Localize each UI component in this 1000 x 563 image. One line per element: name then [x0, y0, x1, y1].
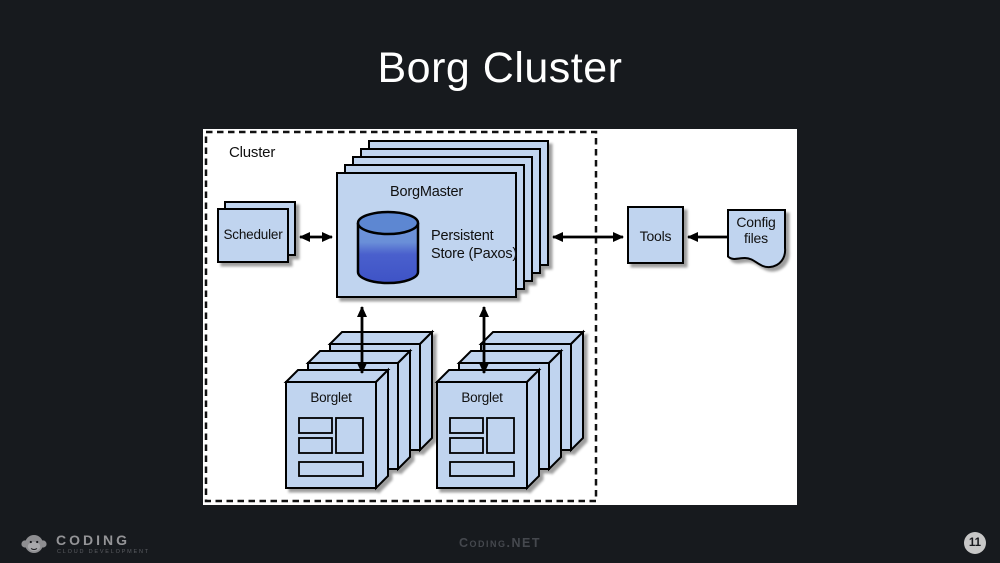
config-files-line1: Config: [736, 214, 776, 230]
borglet-right-label: Borglet: [461, 390, 503, 405]
coding-logo-subtext: CLOUD DEVELOPMENT: [57, 549, 150, 555]
borglet-stack-right: [434, 329, 586, 491]
scheduler-label: Scheduler: [223, 227, 283, 242]
persistent-store-cylinder: [356, 210, 420, 285]
persistent-store-label: Persistent Store (Paxos): [431, 227, 517, 263]
persistent-store-line1: Persistent: [431, 228, 494, 244]
coding-monkey-icon: [21, 535, 47, 553]
tools-box: [627, 206, 684, 264]
config-files-doc: [727, 209, 787, 269]
page-number-badge: 11: [964, 532, 986, 554]
borg-cluster-diagram: [204, 130, 787, 503]
footer-site-text: Coding.NET: [458, 536, 541, 550]
config-files-line2: files: [744, 230, 768, 246]
tools-label: Tools: [639, 228, 672, 244]
scheduler-stack: [217, 201, 296, 263]
cluster-label: Cluster: [229, 144, 276, 161]
borglet-stack-left: [283, 329, 435, 491]
persistent-store-line2: Store (Paxos): [431, 246, 518, 262]
config-files-label: Config files: [725, 214, 787, 246]
slide-title: Borg Cluster: [377, 44, 623, 92]
borgmaster-label: BorgMaster: [390, 184, 463, 200]
diagram-panel: Cluster Scheduler BorgMaster Persistent …: [203, 129, 797, 505]
cluster-boundary: [204, 130, 598, 503]
coding-logo-text: CODING: [56, 532, 130, 548]
borglet-left-label: Borglet: [310, 390, 352, 405]
